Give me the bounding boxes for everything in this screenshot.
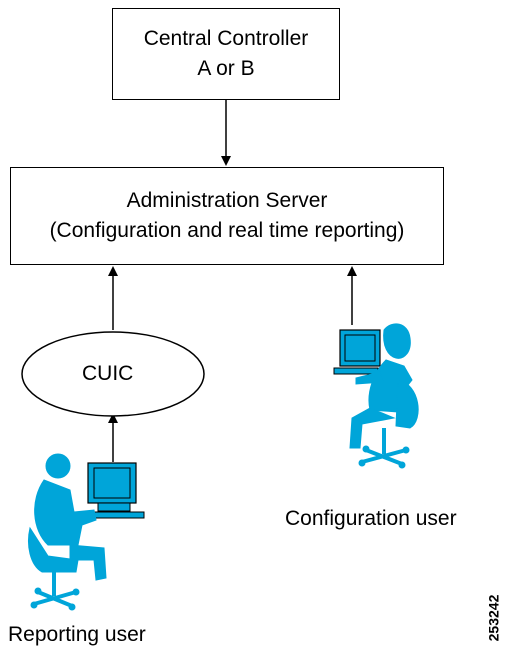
central-controller-subtitle: A or B [197,57,255,80]
cuic-ellipse [21,331,205,417]
configuration-user-label: Configuration user [285,507,457,530]
reporting-user-label: Reporting user [8,623,146,646]
figure-number: 253242 [485,594,502,642]
cuic-label: CUIC [82,362,134,385]
administration-server-box: Administration Server (Configuration and… [10,167,444,265]
configuration-user-icon [333,323,419,469]
central-controller-title: Central Controller [143,27,309,50]
administration-server-title: Administration Server [126,189,328,212]
central-controller-box: Central Controller A or B [112,8,340,100]
administration-server-subtitle: (Configuration and real time reporting) [49,219,405,242]
reporting-user-icon [28,453,145,611]
